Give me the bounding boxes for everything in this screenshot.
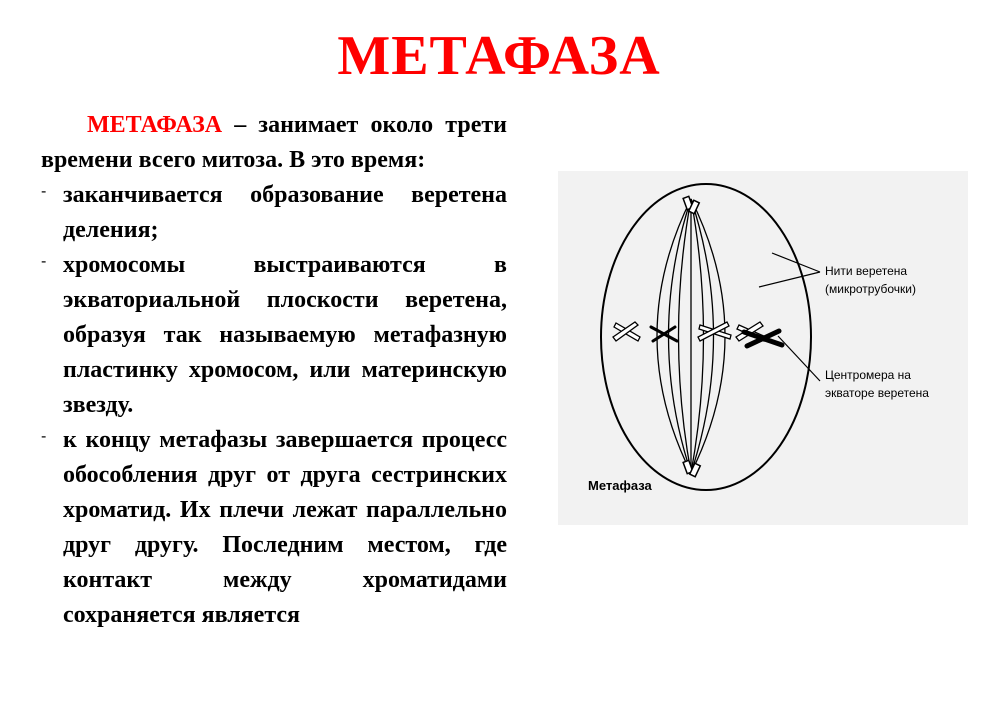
bullet-marker: - (41, 428, 47, 445)
intro-paragraph: МЕТАФАЗА – занимает около трети времени … (41, 108, 507, 178)
spindle-label-line1: Нити веретена (825, 264, 907, 278)
bullet-text: заканчивается образование веретена делен… (63, 182, 507, 243)
bullet-item: - заканчивается образование веретена дел… (41, 178, 507, 248)
centromere-label-line2: экваторе веретена (825, 386, 929, 400)
chromosome-2 (649, 325, 679, 343)
chromosome-1 (612, 321, 641, 342)
centromere-label-pointer (777, 335, 821, 382)
body-text: МЕТАФАЗА – занимает около трети времени … (41, 108, 507, 633)
spindle-label-pointers (758, 252, 821, 288)
intro-highlight: МЕТАФАЗА (87, 112, 223, 138)
bullet-item: - хромосомы выстраиваются в экваториальн… (41, 248, 507, 423)
bullet-item: - к концу метафазы завершается процесс о… (41, 423, 507, 633)
metaphase-figure: Нити веретена (микротрубочки) Центромера… (558, 171, 968, 525)
centromere-label-line1: Центромера на (825, 368, 911, 382)
slide-title: МЕТАФАЗА (337, 25, 661, 87)
bullet-marker: - (41, 253, 47, 270)
centriole-bottom (682, 459, 702, 478)
metaphase-diagram: Нити веретена (микротрубочки) Центромера… (588, 183, 929, 493)
bullet-marker: - (41, 183, 47, 200)
chromosome-3 (697, 321, 732, 342)
figure-caption: Метафаза (588, 478, 653, 493)
chromosome-5 (741, 328, 785, 349)
bullet-text: к концу метафазы завершается процесс обо… (63, 427, 507, 628)
centriole-top (682, 195, 701, 215)
bullet-text: хромосомы выстраиваются в экваториальной… (63, 252, 507, 418)
intro-rest: – занимает около трети времени всего мит… (41, 112, 507, 173)
cell-outline (600, 183, 812, 491)
spindle-label-line2: (микротрубочки) (825, 282, 916, 296)
